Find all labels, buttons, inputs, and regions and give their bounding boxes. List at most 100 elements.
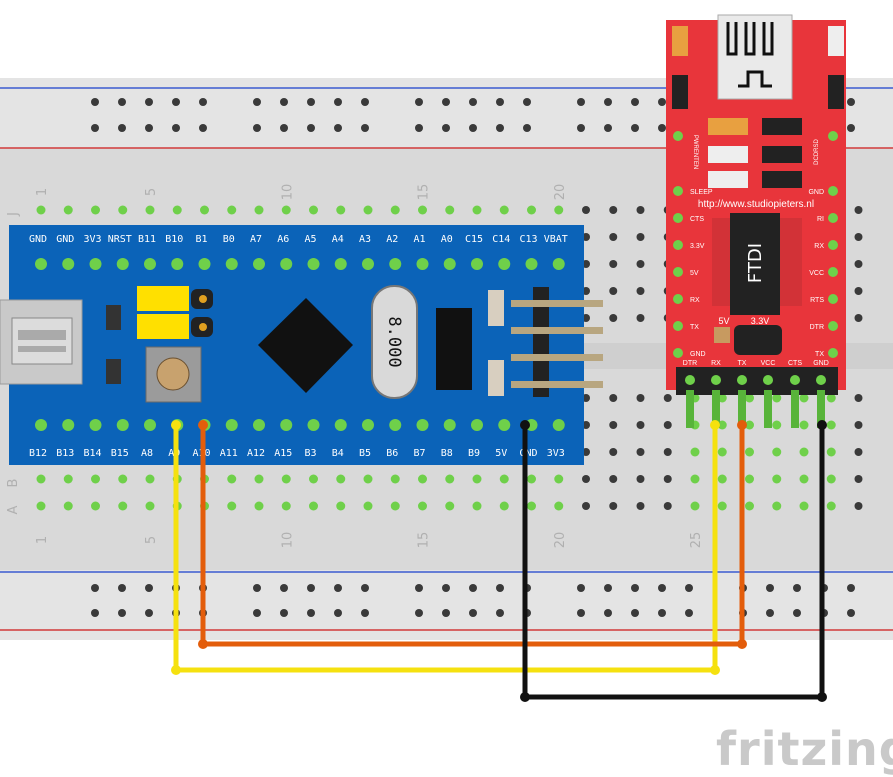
- column-number: 10: [280, 532, 295, 549]
- stm32-pin-label: GND: [56, 234, 74, 245]
- breadboard-hole: [554, 474, 564, 484]
- breadboard-hole: [745, 393, 754, 403]
- usb-connector: [717, 14, 793, 100]
- breadboard-hole: [280, 584, 288, 592]
- breadboard-hole: [307, 609, 315, 617]
- stm32-pin: [62, 258, 75, 270]
- ftdi-pin: [828, 213, 838, 223]
- breadboard-hole: [582, 206, 590, 214]
- breadboard-hole: [609, 475, 618, 483]
- row-letter: B: [6, 479, 21, 488]
- breadboard-hole: [793, 609, 801, 617]
- breadboard-hole: [609, 233, 618, 241]
- breadboard-hole: [577, 124, 585, 132]
- breadboard-hole: [36, 205, 46, 215]
- breadboard-hole: [609, 206, 618, 214]
- stm32-pin-label: B8: [441, 448, 453, 459]
- ftdi-pin-label: SLEEP: [690, 189, 713, 196]
- breadboard-hole: [582, 475, 590, 483]
- stm32-pin-label: A0: [441, 234, 453, 245]
- breadboard-hole: [766, 584, 774, 592]
- stm32-pin-label: B7: [413, 448, 425, 459]
- column-number: 5: [144, 536, 159, 544]
- breadboard-hole: [145, 501, 155, 511]
- ftdi-pin-label: CTS: [690, 216, 704, 223]
- breadboard-hole: [631, 124, 639, 132]
- breadboard-hole: [469, 98, 477, 106]
- resistor: [106, 305, 121, 330]
- breadboard-hole: [118, 501, 128, 511]
- breadboard-hole: [415, 124, 423, 132]
- wire-endpoint: [198, 639, 208, 649]
- breadboard-hole: [636, 394, 645, 402]
- resistor: [106, 359, 121, 384]
- stm32-pin-label: VBAT: [544, 234, 568, 245]
- stm32-pin-label: A15: [274, 448, 292, 459]
- breadboard-hole: [658, 98, 666, 106]
- breadboard-hole: [363, 474, 373, 484]
- stm32-pin-label: C15: [465, 234, 483, 245]
- stm32-pin: [362, 419, 374, 431]
- breadboard-hole: [690, 501, 700, 511]
- crystal-label: 8.000: [384, 316, 404, 367]
- breadboard-hole: [658, 584, 666, 592]
- ftdi-header-label: DTR: [683, 360, 697, 367]
- breadboard-hole: [847, 98, 855, 106]
- breadboard-hole: [854, 314, 863, 322]
- breadboard-hole: [118, 205, 128, 215]
- breadboard-hole: [418, 501, 427, 511]
- breadboard-hole: [577, 609, 585, 617]
- ftdi-header-socket: [737, 375, 747, 385]
- breadboard-hole: [854, 502, 863, 510]
- breadboard-hole: [307, 124, 315, 132]
- wire-endpoint: [171, 420, 181, 430]
- reset-button[interactable]: [145, 346, 202, 403]
- breadboard-hole: [847, 124, 855, 132]
- ftdi-pin: [828, 186, 838, 196]
- breadboard-hole: [145, 474, 155, 484]
- breadboard-hole: [854, 475, 863, 483]
- stm32-pin: [443, 258, 456, 270]
- ftdi-header-label: TX: [738, 360, 747, 367]
- stm32-pin-label: A8: [141, 448, 153, 459]
- ftdi-header-label: CTS: [788, 360, 802, 367]
- breadboard-hole: [63, 501, 73, 511]
- stm32-pin: [362, 258, 374, 270]
- stm32-pin: [171, 258, 184, 270]
- breadboard-hole: [685, 584, 693, 592]
- stm32-pin-label: A4: [332, 234, 344, 245]
- stm32-pin: [144, 258, 156, 270]
- breadboard-hole: [527, 501, 536, 511]
- breadboard-hole: [658, 609, 666, 617]
- wire-endpoint: [520, 692, 530, 702]
- breadboard-hole: [390, 474, 400, 484]
- breadboard-hole: [91, 124, 99, 132]
- wire-endpoint: [171, 665, 181, 675]
- stm32-pin-label: B1: [195, 234, 207, 245]
- ftdi-header-label: VCC: [761, 360, 776, 367]
- breadboard-hole: [527, 205, 536, 215]
- breadboard-hole: [685, 609, 693, 617]
- breadboard-hole: [415, 98, 423, 106]
- stm32-pin-label: B4: [332, 448, 344, 459]
- breadboard-hole: [663, 448, 672, 456]
- breadboard-hole: [717, 447, 727, 457]
- breadboard-hole: [854, 448, 863, 456]
- ftdi-pin: [673, 267, 683, 277]
- mcu-chip: [258, 298, 353, 393]
- stm32-pin-label: A1: [413, 234, 425, 245]
- stm32-pin-label: 3V3: [83, 234, 101, 245]
- breadboard-hole: [63, 205, 73, 215]
- breadboard-hole: [361, 609, 369, 617]
- stm32-pin: [116, 258, 129, 270]
- boot-jumpers: [137, 286, 213, 339]
- ftdi-jumper-label: 5V: [718, 316, 729, 326]
- breadboard-hole: [253, 124, 261, 132]
- breadboard-hole: [631, 609, 639, 617]
- breadboard-hole: [745, 420, 754, 430]
- breadboard-hole: [604, 584, 612, 592]
- stm32-pin-label: NRST: [108, 234, 132, 245]
- breadboard-hole: [496, 124, 504, 132]
- breadboard-hole: [826, 447, 836, 457]
- stm32-pin: [471, 419, 483, 431]
